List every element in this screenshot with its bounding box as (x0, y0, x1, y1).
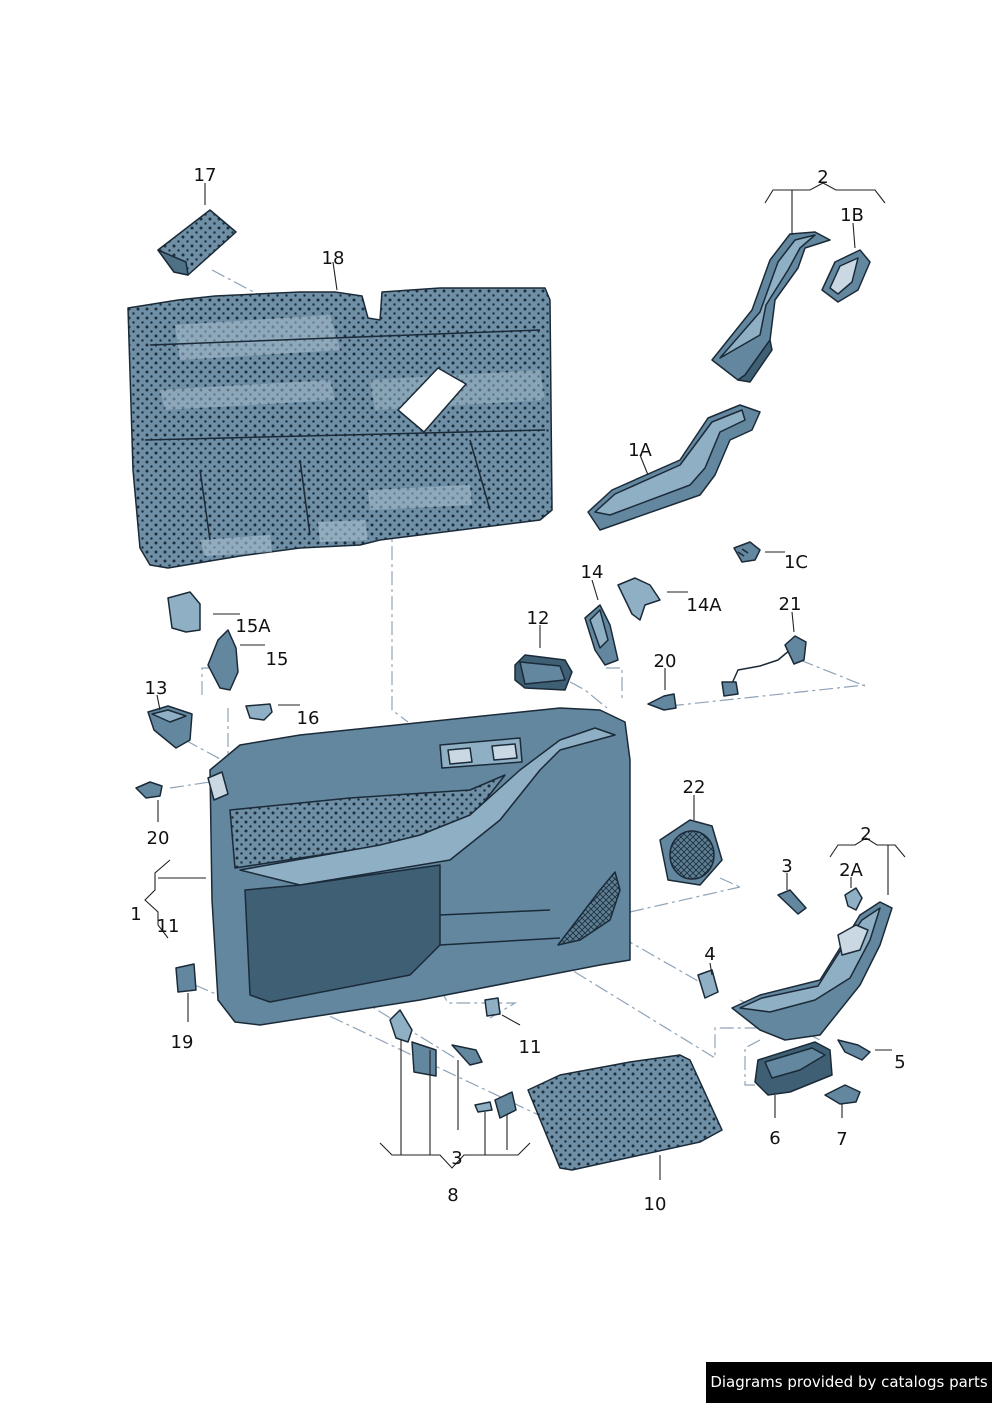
watermark-label: Diagrams provided by catalogs parts (706, 1362, 992, 1403)
wiring-harness-21-part (721, 635, 807, 697)
screw-7-part (824, 1084, 861, 1105)
callout-21: 21 (779, 594, 802, 615)
callout-11-left: 11 (157, 916, 180, 937)
callout-leader-lines (144, 182, 906, 1180)
callout-22: 22 (683, 777, 706, 798)
trim-cap-part (821, 249, 871, 303)
screw-1c-part (733, 541, 761, 563)
foam-block-part (157, 209, 237, 276)
callout-3-right: 3 (781, 856, 792, 877)
callout-8: 8 (447, 1185, 458, 1206)
callout-1c: 1C (784, 552, 808, 573)
clip-2a-part (844, 887, 863, 911)
screw-20-top-part (647, 693, 677, 711)
callout-14: 14 (581, 562, 604, 583)
callout-2-top: 2 (817, 167, 828, 188)
insulation-mat-part (127, 287, 553, 569)
callout-18: 18 (322, 248, 345, 269)
cap-14a-part (617, 577, 661, 621)
latch-bracket-14-part (584, 604, 619, 666)
bracket-15-part (207, 629, 239, 691)
callout-16: 16 (297, 708, 320, 729)
callout-7: 7 (836, 1129, 847, 1150)
cap-15a-part (167, 591, 201, 633)
switch-module-12-part (514, 654, 573, 691)
callout-labels: 17 18 2 1B 1A 1C 14 14A 21 12 15A 15 20 … (130, 165, 905, 1215)
door-trim-panel-part (207, 707, 631, 1026)
screw-5-part (837, 1039, 871, 1061)
callout-1: 1 (130, 904, 141, 925)
callout-14a: 14A (686, 595, 722, 616)
callout-2-right: 2 (860, 824, 871, 845)
clip-19-part (175, 963, 197, 993)
clip-set-8-part (389, 997, 517, 1119)
callout-2a: 2A (839, 860, 863, 881)
armrest-lower-part (731, 901, 893, 1041)
switch-block-6-part (754, 1041, 833, 1096)
callout-15a: 15A (235, 616, 271, 637)
callout-4: 4 (704, 944, 715, 965)
callout-12: 12 (527, 608, 550, 629)
callout-11-bottom: 11 (519, 1037, 542, 1058)
screw-20-left-part (135, 781, 163, 799)
clip-4-part (697, 969, 719, 999)
bracket-13-part (147, 705, 193, 749)
callout-6: 6 (769, 1128, 780, 1149)
callout-17: 17 (194, 165, 217, 186)
callout-10: 10 (644, 1194, 667, 1215)
callout-20-left: 20 (147, 828, 170, 849)
armrest-bracket-part (587, 404, 761, 531)
speaker-22-part (659, 819, 723, 886)
callout-15: 15 (266, 649, 289, 670)
callout-1a: 1A (628, 440, 652, 461)
callout-5: 5 (894, 1052, 905, 1073)
clip-16-part (245, 703, 273, 721)
map-pocket-10-part (527, 1054, 723, 1171)
callout-20-top: 20 (654, 651, 677, 672)
screw-3-right-part (777, 889, 807, 915)
armrest-cover-part (711, 231, 831, 383)
callout-1b: 1B (840, 205, 864, 226)
callout-13: 13 (145, 678, 168, 699)
callout-19: 19 (171, 1032, 194, 1053)
callout-3-bottom: 3 (451, 1148, 462, 1169)
